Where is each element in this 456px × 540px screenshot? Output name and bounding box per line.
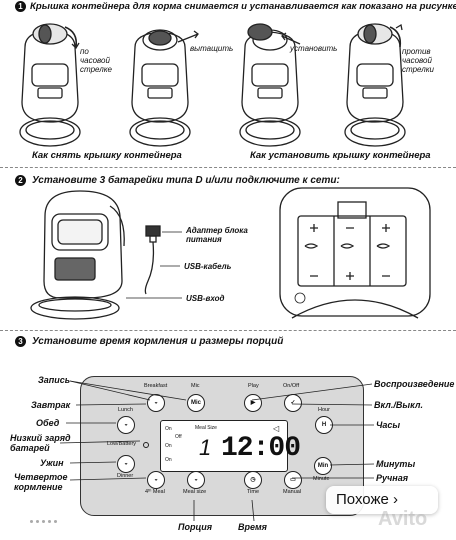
- panel-play-label: Play: [248, 383, 259, 389]
- bowl-icon: ◒: [194, 477, 198, 483]
- callout-fourth-meal: Четвертое кормление: [14, 472, 68, 492]
- callout-onoff: Вкл./Выкл.: [374, 400, 423, 410]
- callout-manual: Ручная: [376, 473, 408, 483]
- watermark: Avito: [378, 508, 428, 530]
- step-3-number: 3: [15, 336, 26, 347]
- label-usb-input: USB-вход: [186, 294, 225, 303]
- callout-breakfast: Завтрак: [31, 400, 71, 410]
- step-1-heading: Крышка контейнера для корма снимается и …: [30, 1, 456, 12]
- feeder-4-drawing: [344, 23, 406, 147]
- speaker-icon: ◁: [273, 424, 280, 433]
- breakfast-button[interactable]: ◒: [147, 394, 165, 412]
- callout-record: Запись: [38, 375, 71, 385]
- label-pull-out: вытащить: [190, 44, 234, 53]
- low-battery-indicator: [143, 442, 149, 448]
- label-install: установить: [290, 44, 338, 53]
- lcd-on-3: On: [165, 457, 172, 463]
- bowl-icon: ▭: [290, 477, 296, 483]
- play-button[interactable]: ▶: [244, 394, 262, 412]
- lunch-button[interactable]: ◒: [117, 416, 135, 434]
- clock-icon: ◷: [250, 477, 256, 483]
- callout-portion: Порция: [178, 522, 213, 532]
- panel-meal4-label: 4ᵗʰ Meal: [145, 489, 165, 495]
- panel-lunch-label: Lunch: [118, 407, 133, 413]
- panel-time-label: Time: [247, 489, 260, 495]
- fourth-meal-button[interactable]: ◒: [147, 471, 165, 489]
- dinner-button[interactable]: ◒: [117, 455, 135, 473]
- lcd-time-value: 12:00: [221, 433, 301, 464]
- panel-manual-label: Manual: [283, 489, 302, 495]
- lcd-portion-value: 1: [199, 435, 212, 460]
- callout-play: Воспроизведение: [374, 379, 455, 389]
- lcd-screen: On Off On On Meal Size 1 12:00 ◁: [160, 420, 301, 472]
- callout-minutes: Минуты: [376, 459, 416, 469]
- panel-breakfast-label: Breakfast: [144, 383, 168, 389]
- label-counterclockwise: против часовой стрелки: [402, 47, 434, 74]
- label-power-adapter: Адаптер блока питания: [186, 226, 248, 244]
- carousel-dots[interactable]: [30, 510, 60, 528]
- bowl-icon: ◒: [124, 422, 128, 428]
- step-2-number: 2: [15, 175, 26, 186]
- panel-minute-label: Minute: [313, 476, 330, 482]
- mic-button[interactable]: Mic: [187, 394, 205, 412]
- bowl-icon: ◒: [124, 461, 128, 467]
- manual-button[interactable]: ▭: [284, 471, 302, 489]
- check-icon: ✓: [290, 400, 296, 406]
- step-1-number: 1: [15, 1, 26, 12]
- callout-dinner: Ужин: [40, 458, 64, 468]
- label-clockwise: по часовой стрелке: [80, 47, 112, 74]
- label-usb-cable: USB-кабель: [184, 262, 232, 271]
- divider-1: [0, 167, 456, 168]
- bowl-icon: ◒: [154, 477, 158, 483]
- panel-mic-label: Mic: [191, 383, 200, 389]
- callout-lunch: Обед: [36, 418, 60, 428]
- feeder-3-drawing: [239, 23, 301, 147]
- panel-onoff-label: On/Off: [283, 383, 300, 389]
- lcd-meal-size-label: Meal Size: [195, 425, 217, 431]
- lcd-off: Off: [175, 434, 182, 440]
- panel-low-battery-label: Low/Battery: [107, 441, 137, 447]
- divider-2: [0, 330, 456, 331]
- step-3-heading: Установите время кормления и размеры пор…: [32, 336, 284, 347]
- panel-meal-size-label: Meal size: [183, 489, 207, 495]
- bowl-icon: ◒: [154, 400, 158, 406]
- caption-remove-lid: Как снять крышку контейнера: [32, 150, 182, 161]
- feeder-1-drawing: [19, 23, 81, 147]
- callout-low-battery: Низкий заряд батарей: [10, 433, 71, 453]
- lcd-on-2: On: [165, 443, 172, 449]
- minute-button[interactable]: Min: [314, 457, 332, 475]
- power-setup-illustration: [30, 187, 431, 320]
- play-icon: ▶: [250, 400, 256, 406]
- panel-hour-label: Hour: [318, 407, 330, 413]
- caption-install-lid: Как установить крышку контейнера: [250, 150, 431, 161]
- feeder-2-drawing: [129, 29, 199, 147]
- callout-time: Время: [238, 522, 267, 532]
- lid-removal-illustration: [19, 23, 406, 147]
- callout-hours: Часы: [376, 420, 401, 430]
- lcd-on-1: On: [165, 426, 172, 432]
- step-2-heading: Установите 3 батарейки типа D и/или подк…: [32, 175, 340, 186]
- panel-dinner-label: Dinner: [117, 473, 134, 479]
- similar-button[interactable]: Похоже ›: [326, 486, 438, 514]
